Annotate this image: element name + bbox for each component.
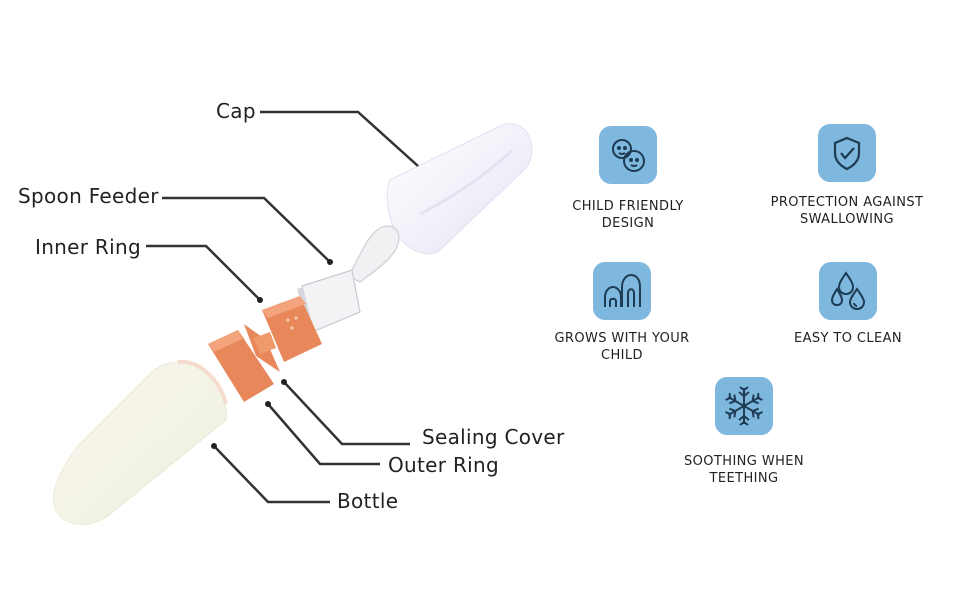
feature-caption-line: GROWS WITH YOUR [554,331,690,346]
outer-ring-label: Outer Ring [388,453,499,477]
sealing-cover-leader [283,381,410,446]
spoon-feeder-leader [162,196,331,263]
feature-child-friendly: CHILD FRIENDLY DESIGN [538,126,718,232]
cap-leader [260,110,419,167]
feature-easy-clean: EASY TO CLEAN [758,262,938,347]
sealing-cover-label: Sealing Cover [422,425,565,449]
feature-caption: EASY TO CLEAN [758,330,938,347]
inner-ring-part [262,296,322,362]
snowflake-icon [715,377,773,435]
bottle-part [52,359,228,525]
shield-check-icon [818,124,876,182]
bottle-label: Bottle [337,489,399,513]
cap-label: Cap [216,99,256,123]
feature-caption-line: CHILD FRIENDLY [572,199,684,214]
feature-caption-line: EASY TO CLEAN [793,331,903,346]
spoon-feeder-label: Spoon Feeder [18,184,159,208]
feature-caption-line: DESIGN [601,216,655,231]
outer-ring-part [208,330,274,402]
inner-ring-leader [146,244,261,301]
feature-caption-line: SOOTHING WHEN [684,454,804,469]
feature-caption-line: CHILD [601,348,643,363]
feature-grows: GROWS WITH YOUR CHILD [532,262,712,364]
water-drops-icon [819,262,877,320]
feature-soothing: SOOTHING WHEN TEETHING [654,377,834,487]
feature-protection: PROTECTION AGAINST SWALLOWING [757,124,937,228]
spoon-feeder-part [297,225,400,335]
feature-caption: GROWS WITH YOUR CHILD [532,330,712,364]
feature-caption: CHILD FRIENDLY DESIGN [538,198,718,232]
feature-caption: PROTECTION AGAINST SWALLOWING [757,194,937,228]
feature-caption-line: TEETHING [709,471,779,486]
outer-ring-leader [267,403,380,466]
sealing-cover-part [244,324,280,372]
pacifier-growth-icon [593,262,651,320]
feature-caption-line: PROTECTION AGAINST [770,195,924,210]
feature-caption: SOOTHING WHEN TEETHING [654,453,834,487]
baby-faces-icon [599,126,657,184]
cap-part [386,123,533,254]
feature-caption-line: SWALLOWING [799,212,895,227]
inner-ring-label: Inner Ring [35,235,141,259]
bottle-leader [213,445,330,504]
